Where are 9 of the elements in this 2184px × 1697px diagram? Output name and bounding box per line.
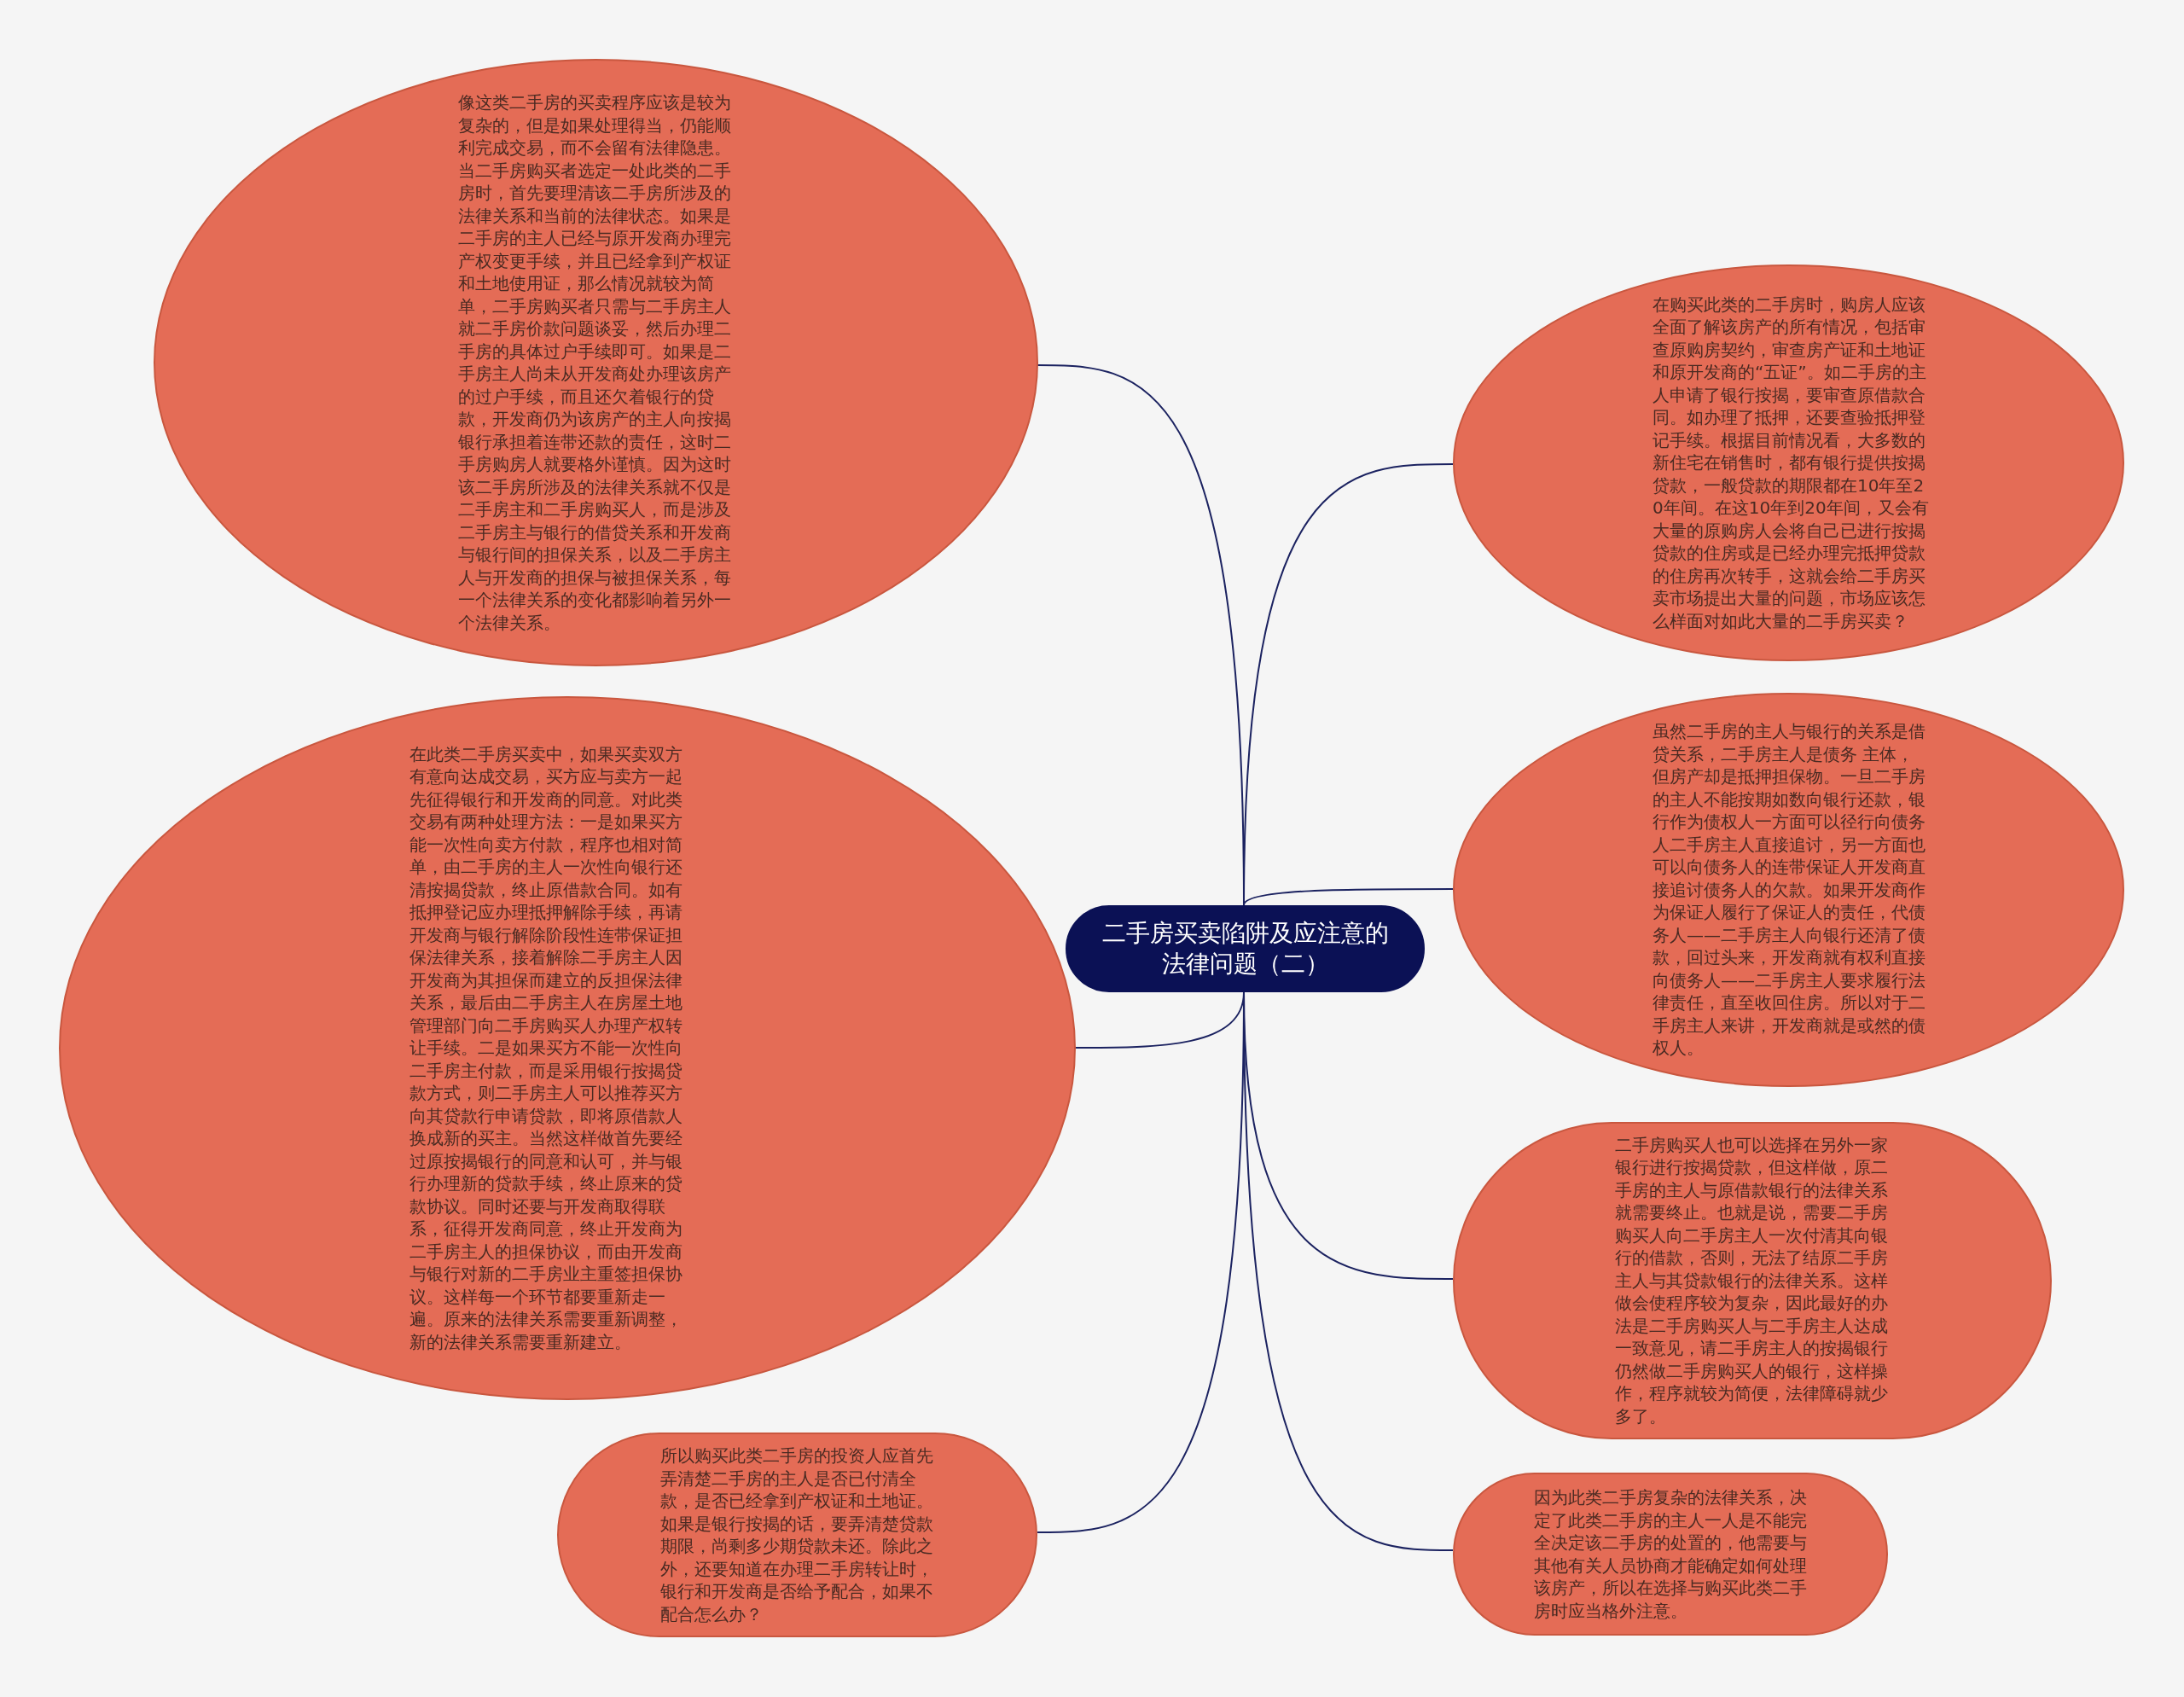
connector-line bbox=[1243, 888, 1454, 906]
topic-box: 二手房买卖陷阱及应注意的法律问题（二） bbox=[1066, 905, 1425, 992]
note-text: 所以购买此类二手房的投资人应首先弄清楚二手房的主人是否已付清全款，是否已经拿到产权证和土地证。如果是银行按揭的话，要弄清楚贷款期限，尚剩多少期贷款未还。除此之外，还要知道在办理二手房转让时，银行和开发商是否给予配合，如果不配合怎么办？ bbox=[660, 1444, 933, 1625]
note-text: 在购买此类的二手房时，购房人应该全面了解该房产的所有情况，包括审查原购房契约，审查房产证和土地证和原开发商的“五证”。如二手房的主人申请了银行按揭，要审查原借款合同。如办理了抵押，还要查验抵押登记手续。根据目前情况看，大多数的新住宅在销售时，都有银行提供按揭贷款，一般贷款的期限都在10年至20年间。在这10年到20年间，又会有大量的原购房人会将自己已进行按揭贷款的住房或是已经办理完抵押贷款的住房再次转手，这就会给二手房买卖市场提出大量的问题，市场应该怎么样面对如此大量的二手房买卖？ bbox=[1653, 293, 1930, 632]
note-text: 在此类二手房买卖中，如果买卖双方有意向达成交易，买方应与卖方一起先征得银行和开发商的同意。对此类交易有两种处理方法：一是如果买方能一次性向卖方付款，程序也相对简单，由二手房的主人一次性向银行还清按揭贷款，终止原借款合同。如有抵押登记应办理抵押解除手续，再请开发商与银行解除阶段性连带保证担保法律关系，接着解除二手房主人因开发商为其担保而建立的反担保法律关系，最后由二手房主人在房屋土地管理部门向二手房购买人办理产权转让手续。二是如果买方不能一次性向二手房主付款，而是采用银行按揭贷款方式，则二手房主人可以推荐买方向其贷款行申请贷款，即将原借款人换成新的买主。当然这样做首先要经过原按揭银行的同意和认可，并与银行办理新的贷款手续，终止原来的贷款协议。同时还要与开发商取得联系，征得开发商同意，终止开发商为二手房主人的担保协议，而由开发商与银行对新的二手房业主重签担保协议。这样每一个环节都要重新走一遍。原来的法律关系需要重新调整，新的法律关系需要重新建立。 bbox=[410, 742, 683, 1353]
note-text: 像这类二手房的买卖程序应该是较为复杂的，但是如果处理得当，仍能顺利完成交易，而不会留有法律隐患。当二手房购买者选定一处此类的二手房时，首先要理清该二手房所涉及的法律关系和当前的法律状态。如果是二手房的主人已经与原开发商办理完产权变更手续，并且已经拿到产权证和土地使用证，那么情况就较为简单，二手房购买者只需与二手房主人就二手房价款问题谈妥，然后办理二手房的具体过户手续即可。如果是二手房主人尚未从开发商处办理该房产的过户手续，而且还欠着银行的贷款，开发商仍为该房产的主人向按揭银行承担着连带还款的责任，这时二手房购房人就要格外谨慎。因为这时该二手房所涉及的法律关系就不仅是二手房主和二手房购买人，而是涉及二手房主与银行的借贷关系和开发商与银行间的担保关系，以及二手房主人与开发商的担保与被担保关系，每一个法律关系的变化都影响着另外一个法律关系。 bbox=[458, 91, 732, 634]
note-text: 因为此类二手房复杂的法律关系，决定了此类二手房的主人一人是不能完全决定该二手房的处置的，他需要与其他有关人员协商才能确定如何处理该房产，所以在选择与购买此类二手房时应当格外注意。 bbox=[1534, 1486, 1808, 1622]
note-text: 二手房购买人也可以选择在另外一家银行进行按揭贷款，但这样做，原二手房的主人与原借款银行的法律关系就需要终止。也就是说，需要二手房购买人向二手房主人一次付清其向银行的借款，否则，无法了结原二手房主人与其贷款银行的法律关系。这样做会使程序较为复杂，因此最好的办法是二手房购买人与二手房主人达成一致意见，请二手房主人的按揭银行仍然做二手房购买人的银行，这样操作，程序就较为简便，法律障碍就少多了。 bbox=[1615, 1133, 1889, 1427]
note-text: 虽然二手房的主人与银行的关系是借贷关系，二手房主人是债务 主体，但房产却是抵押担保物。一旦二手房的主人不能按期如数向银行还款，银行作为债权人一方面可以径行向债务人二手房主人直接追讨，另一方面也可以向债务人的连带保证人开发商直接追讨债务人的欠款。如果开发商作为保证人履行了保证人的责任，代债务人——二手房主人向银行还清了债款，回过头来，开发商就有权利直接向债务人——二手房主人要求履行法律责任，直至收回住房。所以对于二手房主人来讲，开发商就是或然的债权人。 bbox=[1653, 720, 1926, 1060]
